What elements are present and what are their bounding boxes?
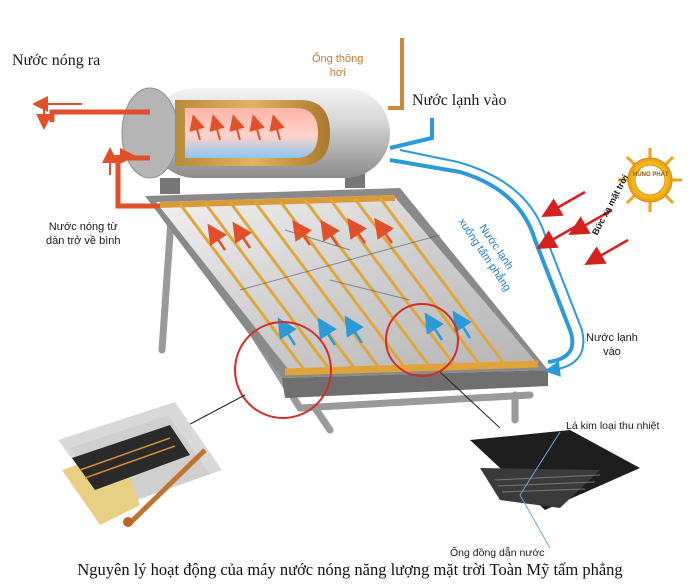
- tank-internal-arrows: [189, 114, 285, 141]
- label-copper-pipe: Ống đồng dẫn nước: [450, 547, 545, 559]
- label-hot-return-line1: Nước nóng từ: [48, 221, 118, 233]
- label-vent-line1: Ống thông: [312, 53, 364, 65]
- brand-logo-text: HÙNG PHÁT: [633, 172, 669, 178]
- hot-flow-arrows: [207, 217, 394, 251]
- magnify-circle-left: [234, 321, 332, 419]
- sun-icon: [618, 148, 682, 212]
- figure-caption: Nguyên lý hoạt động của máy nước nóng nă…: [77, 560, 623, 579]
- label-hot-return: Nước nóng từ dàn trở về bình: [46, 220, 120, 248]
- label-cold-in-bottom: Nước lạnh vào: [586, 331, 638, 359]
- vent-pipe: [388, 38, 404, 110]
- storage-tank: [121, 87, 390, 194]
- cold-flow-arrows: [277, 310, 472, 346]
- label-cold-water-in: Nước lạnh vào: [412, 92, 507, 109]
- solar-ray-arrows: [536, 190, 629, 265]
- label-cold-in2-line2: vào: [603, 346, 621, 358]
- label-vent-pipe: Ống thông hơi: [312, 52, 363, 80]
- label-vent-line2: hơi: [329, 67, 346, 79]
- label-cold-in2-line1: Nước lạnh: [586, 332, 638, 344]
- label-heat-fin: Lá kim loại thu nhiệt: [566, 420, 660, 432]
- cold-loop-pipe: [389, 158, 575, 364]
- label-hot-return-line2: dàn trở về bình: [46, 235, 121, 247]
- label-hot-water-out: Nước nóng ra: [12, 52, 101, 69]
- magnify-circle-right: [385, 303, 459, 377]
- inset-fins-right: [470, 430, 640, 549]
- cold-inlet-pipe: [389, 118, 434, 150]
- hot-water-outlet-pipe: [49, 109, 150, 122]
- bottom-header-pipe: [284, 360, 539, 376]
- inset-cutaway-left: [58, 402, 222, 527]
